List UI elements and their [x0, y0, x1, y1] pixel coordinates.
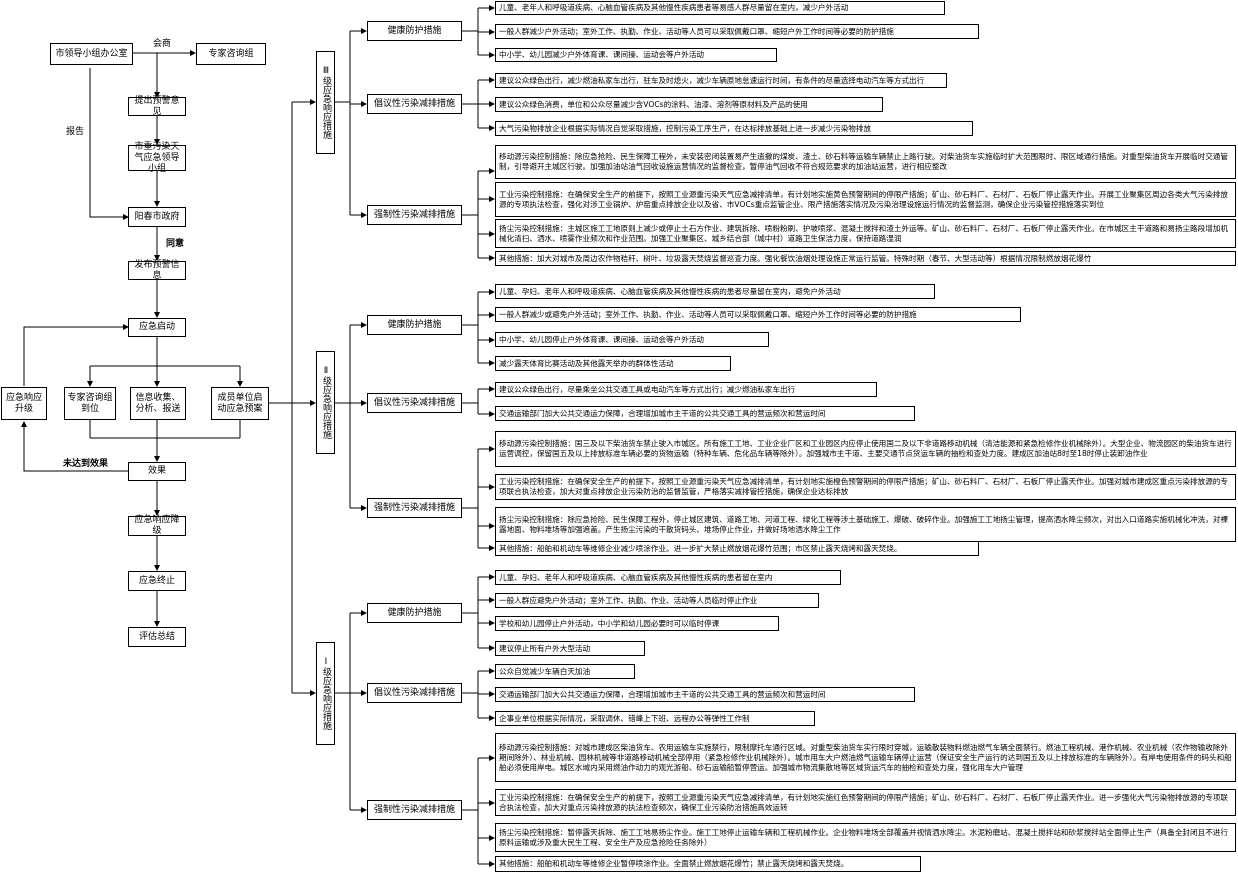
l1-health-box: 健康防护措施	[367, 603, 462, 623]
l3-health-item: 中小学、幼儿园减少户外体育课、课间操、运动会等户外活动	[495, 48, 777, 62]
l3-mandatory-box: 强制性污染减排措施	[367, 205, 462, 225]
l1-mandatory-item: 扬尘污染控制措施：暂停露天拆除、施工工地易扬尘作业。施工工地停止运输车辆和工程机…	[495, 823, 1236, 852]
l3-advocacy-item: 大气污染物排放企业根据实际情况自觉采取措施，控制污染工序生产，在达标排放基础上进…	[495, 121, 973, 136]
l3-health-box: 健康防护措施	[367, 21, 462, 41]
l1-advocacy-item: 交通运输部门加大公共交通运力保障，合理增加城市主干道的公共交通工具的营运频次和营…	[495, 687, 915, 702]
member-box: 成员单位启动应急预案	[211, 387, 269, 420]
l1-mandatory-box: 强制性污染减排措施	[367, 800, 462, 820]
agree-label: 同意	[166, 239, 185, 249]
l3-advocacy-box: 倡议性污染减排措施	[367, 94, 462, 114]
l1-advocacy-item: 企事业单位根据实际情况，采取调休、错峰上下班、远程办公等弹性工作制	[495, 711, 815, 726]
start-box: 应急启动	[128, 318, 186, 337]
l3-health-item: 儿童、老年人和呼吸道疾病、心脑血管疾病及其他慢性疾病患者等易感人群尽量留在室内，…	[495, 1, 945, 15]
l3-mandatory-item: 扬尘污染控制措施：主城区施工工地原则上减少或停止土石方作业、建筑拆除、喷粉粉刷、…	[495, 219, 1236, 248]
terminate-box: 应急终止	[128, 571, 186, 591]
downgrade-box: 应急响应降级	[128, 515, 186, 536]
l1-mandatory-item: 工业污染控制措施：在确保安全生产的前提下，按照工业源重污染天气应急减排清单，有计…	[495, 789, 1236, 816]
info-box: 信息收集、分析、报送	[130, 387, 186, 420]
l1-mandatory-item: 其他措施：船舶和机动车等维修企业暂停喷涂作业。全面禁止燃放烟花爆竹；禁止露天烧烤…	[495, 856, 921, 872]
l3-mandatory-item: 工业污染控制措施：在确保安全生产的前提下，按照工业源重污染天气应急减排清单，有计…	[495, 182, 1236, 217]
effect-box: 效果	[128, 462, 186, 481]
l2-health-item: 中小学、幼儿园停止户外体育课、课间操、运动会等户外活动	[495, 332, 769, 347]
publish-box: 发布预警信息	[128, 260, 186, 281]
l3-health-item: 一般人群减少户外活动；室外工作、执勤、作业、活动等人员可以采取佩戴口罩、缩短户外…	[495, 24, 979, 39]
upgrade-box: 应急响应升级	[1, 387, 47, 420]
l2-health-item: 减少露天体育比赛活动及其他露天举办的群体性活动	[495, 356, 731, 371]
l3-mandatory-item: 移动源污染控制措施：除应急抢险、民生保障工程外，未安装密闭装置易产生遗撒的煤炭、…	[495, 145, 1236, 179]
level-2-box: Ⅱ级应急响应措施	[316, 351, 335, 454]
l2-advocacy-item: 建议公众绿色出行，尽量乘坐公共交通工具或电动汽车等方式出行；减少燃油私家车出行	[495, 382, 877, 397]
l1-health-item: 一般人群应避免户外活动；室外工作、执勤、作业、活动等人员临时停止作业	[495, 593, 819, 608]
report-label: 报告	[66, 127, 85, 137]
level-1-box: Ⅰ级应急响应措施	[316, 642, 335, 745]
l2-mandatory-item: 移动源污染控制措施：国三及以下柴油货车禁止驶入市城区。所有施工工地、工业企业厂区…	[495, 431, 1236, 467]
l2-mandatory-item: 扬尘污染控制措施：除应急抢险、民生保障工程外，停止城区建筑、道路工地、河道工程、…	[495, 507, 1236, 542]
city-office-box: 市领导小组办公室	[50, 43, 133, 65]
l1-advocacy-item: 公众自觉减少车辆白天加油	[495, 664, 635, 679]
l1-health-item: 儿童、孕妇、老年人和呼吸道疾病、心脑血管疾病及其他慢性疾病的患者留在室内	[495, 570, 841, 585]
leader-group-box: 市重污染天气应急领导小组	[128, 142, 186, 174]
l2-health-box: 健康防护措施	[367, 315, 462, 335]
expert-group-box: 专家咨询组	[196, 43, 266, 65]
l1-health-item: 学校和幼儿园停止户外活动，中小学和幼儿园必要时可以临时停课	[495, 616, 779, 631]
not-effective-label: 未达到效果	[63, 459, 109, 469]
l1-mandatory-item: 移动源污染控制措施：对城市建成区柴油货车、农用运输车实施禁行，限制摩托车通行区域…	[495, 733, 1236, 782]
evaluate-box: 评估总结	[128, 627, 186, 647]
l2-advocacy-item: 交通运输部门加大公共交通运力保障，合理增加城市主干道的公共交通工具的营运频次和营…	[495, 406, 915, 421]
l1-health-item: 建议停止所有户外大型活动	[495, 641, 645, 656]
gov-box: 阳春市政府	[128, 207, 186, 227]
l3-advocacy-item: 建议公众绿色出行，减少燃油私家车出行，驻车及时熄火，减少车辆原地怠速运行时间，有…	[495, 73, 947, 88]
expert-post-box: 专家咨询组到位	[64, 387, 116, 420]
l2-health-item: 一般人群减少或避免户外活动；室外工作、执勤、作业、活动等人员可以采取佩戴口罩、缩…	[495, 307, 1021, 322]
consult-label: 会商	[153, 39, 172, 49]
l2-mandatory-box: 强制性污染减排措施	[367, 498, 462, 518]
proposal-box: 提出预警意见	[128, 96, 186, 117]
level-3-box: Ⅲ级应急响应措施	[316, 51, 335, 154]
l2-advocacy-box: 倡议性污染减排措施	[367, 393, 462, 413]
l2-mandatory-item: 工业污染控制措施：在确保安全生产的前提下，按照工业源重污染天气应急减排清单，有计…	[495, 474, 1236, 500]
l3-mandatory-item: 其他措施：加大对城市及周边农作物秸秆、树叶、垃圾露天焚烧监督巡查力度。强化餐饮油…	[495, 251, 1236, 266]
l2-mandatory-item: 其他措施：船舶和机动车等维修企业减少喷涂作业。进一步扩大禁止燃放烟花爆竹范围；市…	[495, 541, 979, 556]
l1-advocacy-box: 倡议性污染减排措施	[367, 683, 462, 703]
l2-health-item: 儿童、孕妇、老年人和呼吸道疾病、心脑血管疾病及其他慢性疾病的患者尽量留在室内，避…	[495, 284, 935, 299]
l3-advocacy-item: 建议公众绿色消费，单位和公众尽量减少含VOCs的涂料、油漆、溶剂等原材料及产品的…	[495, 97, 883, 112]
